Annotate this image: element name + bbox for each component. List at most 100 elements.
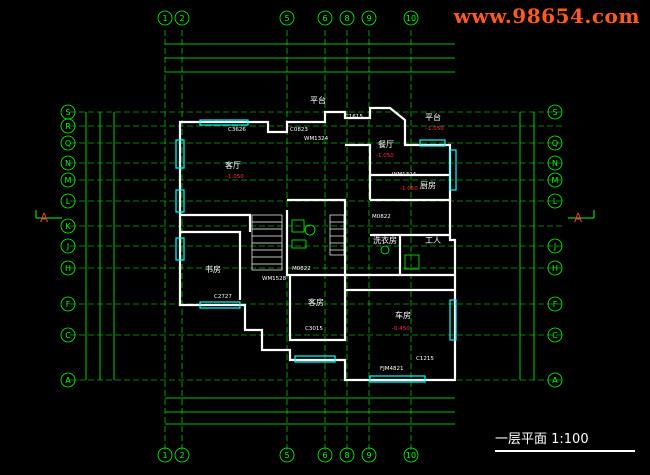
axis-left-L-circle bbox=[60, 193, 76, 209]
axis-top-1-label: 1 bbox=[162, 14, 167, 23]
axis-right-N-label: N bbox=[552, 159, 558, 168]
level-keting: -1.050 bbox=[226, 174, 244, 180]
axis-bottom-10-label: 10 bbox=[406, 451, 416, 460]
label-m0822b: M0822 bbox=[372, 214, 391, 220]
axis-top-10-circle bbox=[403, 10, 419, 26]
label-c3626: C3626 bbox=[228, 127, 246, 133]
label-fjm: FJM4821 bbox=[380, 366, 404, 372]
room-keting: 客厅 bbox=[225, 160, 241, 170]
axis-left-L-label: L bbox=[66, 197, 71, 206]
axis-right-L-label: L bbox=[553, 197, 558, 206]
axis-left-F-circle bbox=[60, 296, 76, 312]
room-xiyifang: 洗衣房 bbox=[373, 235, 397, 245]
axis-left-C-label: C bbox=[65, 331, 71, 340]
axis-right-A-circle bbox=[547, 372, 563, 388]
axis-right-H-label: H bbox=[552, 264, 558, 273]
axis-left-K-label: K bbox=[65, 222, 71, 231]
room-gongren: 工人 bbox=[425, 236, 441, 245]
axis-left-S-label: S bbox=[65, 108, 70, 117]
dimension-lines bbox=[85, 43, 535, 425]
label-c0823: C0823 bbox=[290, 127, 308, 133]
axis-left-Q-label: Q bbox=[65, 139, 71, 148]
axis-right-H-circle bbox=[547, 260, 563, 276]
axis-left-A-circle bbox=[60, 372, 76, 388]
axis-top-5-circle bbox=[279, 10, 295, 26]
axis-bottom-5-circle bbox=[279, 447, 295, 463]
axis-left-K-circle bbox=[60, 218, 76, 234]
axis-left-N-label: N bbox=[65, 159, 71, 168]
fixtures bbox=[291, 219, 420, 270]
axis-left-M-label: M bbox=[65, 176, 72, 185]
axis-bottom-2-label: 2 bbox=[179, 451, 184, 460]
axis-left-J-label: J bbox=[66, 242, 69, 251]
axis-left-M-circle bbox=[60, 172, 76, 188]
axis-bottom-8-label: 8 bbox=[344, 451, 349, 460]
drawing-title-text: 一层平面 1:100 bbox=[495, 432, 589, 447]
axis-top-8-label: 8 bbox=[344, 14, 349, 23]
axis-right-M-label: M bbox=[552, 176, 559, 185]
axis-bottom-1-circle bbox=[157, 447, 173, 463]
axis-left-F-label: F bbox=[66, 300, 71, 309]
room-kefang: 客房 bbox=[308, 297, 324, 307]
watermark-text: www.98654.com bbox=[453, 4, 640, 28]
axis-right-S-label: S bbox=[552, 108, 557, 117]
room-pingtai-2: 平台 bbox=[425, 112, 441, 122]
axis-right-Q-label: Q bbox=[552, 139, 558, 148]
level-chufang: -1.050 bbox=[400, 186, 418, 192]
axis-right-J-circle bbox=[547, 238, 563, 254]
axis-top-10-label: 10 bbox=[406, 14, 416, 23]
title-underline bbox=[495, 450, 635, 452]
axis-bottom-2-circle bbox=[174, 447, 190, 463]
axis-left-C-circle bbox=[60, 327, 76, 343]
room-chefang: 车房 bbox=[395, 310, 411, 320]
axis-left-A-label: A bbox=[65, 376, 71, 385]
section-mark-right: A bbox=[574, 211, 583, 225]
axis-grid bbox=[70, 30, 565, 450]
level-canting: -1.050 bbox=[376, 153, 394, 159]
label-c3015: C3015 bbox=[305, 326, 323, 332]
axis-left-Q-circle bbox=[60, 135, 76, 151]
room-shufang: 书房 bbox=[205, 264, 221, 274]
walls bbox=[178, 106, 457, 382]
level-pingtai: -1.050 bbox=[426, 126, 444, 132]
axis-left-N-circle bbox=[60, 155, 76, 171]
label-m0822: M0822 bbox=[292, 266, 311, 272]
axis-top-6-label: 6 bbox=[322, 14, 327, 23]
axis-top-5-label: 5 bbox=[284, 14, 289, 23]
level-chefang: -0.450 bbox=[392, 326, 410, 332]
axis-right-C-circle bbox=[547, 327, 563, 343]
axis-left-R-circle bbox=[60, 118, 76, 134]
axis-left-H-circle bbox=[60, 260, 76, 276]
windows bbox=[175, 119, 457, 383]
axis-right-L-circle bbox=[547, 193, 563, 209]
room-pingtai-1: 平台 bbox=[310, 95, 326, 105]
axis-top-2-label: 2 bbox=[179, 14, 184, 23]
axis-bottom-6-circle bbox=[317, 447, 333, 463]
axis-right-F-circle bbox=[547, 296, 563, 312]
section-marks bbox=[35, 210, 595, 219]
axis-right-S-circle bbox=[547, 104, 563, 120]
axis-top-1-circle bbox=[157, 10, 173, 26]
axis-top-2-circle bbox=[174, 10, 190, 26]
axis-left-J-circle bbox=[60, 238, 76, 254]
axis-right-J-label: J bbox=[553, 242, 556, 251]
axis-left-H-label: H bbox=[65, 264, 71, 273]
axis-top-9-circle bbox=[361, 10, 377, 26]
label-m1324b: WM1324 bbox=[392, 172, 417, 178]
axis-bottom-8-circle bbox=[339, 447, 355, 463]
axis-right-C-label: C bbox=[552, 331, 558, 340]
axis-right-M-circle bbox=[547, 172, 563, 188]
axis-bottom-1-label: 1 bbox=[162, 451, 167, 460]
axis-right-N-circle bbox=[547, 155, 563, 171]
axis-bottom-9-label: 9 bbox=[366, 451, 371, 460]
label-c2727: C2727 bbox=[214, 294, 232, 300]
drawing-title: 一层平面 1:100 bbox=[495, 428, 635, 452]
axis-right-A-label: A bbox=[552, 376, 558, 385]
axis-right-F-label: F bbox=[553, 300, 558, 309]
axis-bottom-6-label: 6 bbox=[322, 451, 327, 460]
label-c1215: C1215 bbox=[416, 356, 434, 362]
label-m1528: WM1528 bbox=[262, 276, 287, 282]
label-c1615: C1615 bbox=[345, 114, 363, 120]
